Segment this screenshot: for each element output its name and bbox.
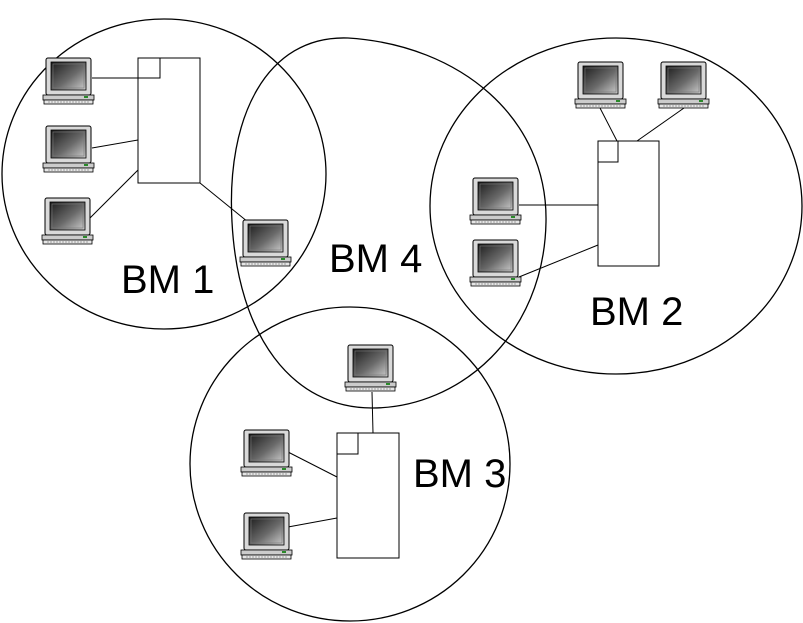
computer-bm1-2-icon — [42, 125, 95, 173]
bm3-circle — [189, 306, 511, 622]
computer-bm1-3-icon — [41, 197, 94, 245]
computer-bm3-1-icon — [240, 429, 293, 477]
switch-bm3 — [336, 432, 400, 559]
computer-bm2-3-icon — [469, 177, 522, 225]
computer-bm3-bm4-icon — [344, 344, 397, 392]
bm1-circle — [1, 18, 327, 330]
domain-circles — [1, 18, 803, 622]
connection-lines — [89, 77, 685, 528]
switch-bm2 — [597, 140, 660, 267]
computer-bm2-2-icon — [657, 61, 710, 109]
computer-bm1-bm4-icon — [239, 219, 292, 267]
bm2-circle — [429, 37, 803, 375]
switch-bm1 — [137, 57, 201, 184]
label-bm3: BM 3 — [413, 452, 506, 496]
label-bm4: BM 4 — [329, 237, 422, 281]
computer-bm2-4-icon — [469, 239, 522, 287]
bm4-circle — [230, 37, 547, 409]
computer-bm1-1-icon — [42, 57, 95, 105]
label-bm2: BM 2 — [590, 290, 683, 334]
computer-bm2-1-icon — [574, 61, 627, 109]
computer-bm3-2-icon — [240, 512, 293, 560]
label-bm1: BM 1 — [121, 258, 214, 302]
